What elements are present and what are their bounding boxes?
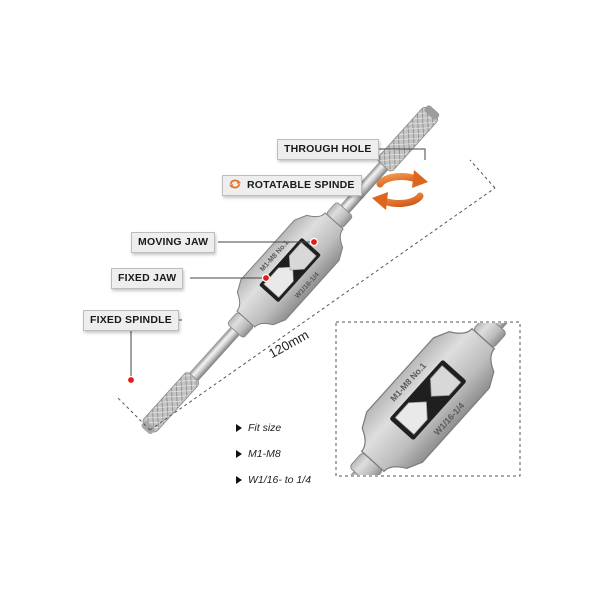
rotatable-spindle-label: ROTATABLE SPINDE	[222, 175, 362, 196]
rotatable-spindle-text: ROTATABLE SPINDE	[247, 179, 355, 191]
rotation-arrows-small-icon	[229, 179, 241, 189]
spec-item: W1/16- to 1/4	[236, 473, 311, 499]
detail-inset: M1-M8 No.1 W1/16-1/4	[335, 321, 521, 477]
rotation-arrows-icon	[372, 170, 428, 210]
through-hole-label: THROUGH HOLE	[277, 139, 379, 160]
spec-item: Fit size	[236, 421, 311, 447]
moving-jaw-shape	[288, 242, 317, 271]
spec-list: Fit size M1-M8 W1/16- to 1/4	[236, 421, 311, 499]
fixed-spindle-marker	[126, 375, 136, 385]
triangle-bullet-icon	[236, 476, 242, 484]
spec-text: Fit size	[248, 422, 282, 434]
triangle-bullet-icon	[236, 424, 242, 432]
fixed-jaw-shape	[263, 266, 294, 298]
moving-jaw-label: MOVING JAW	[131, 232, 216, 253]
triangle-bullet-icon	[236, 450, 242, 458]
spec-text: W1/16- to 1/4	[248, 474, 312, 486]
spec-text: M1-M8	[248, 448, 281, 460]
spec-item: M1-M8	[236, 447, 311, 473]
dimension-line	[117, 159, 496, 431]
fixed-jaw-marker	[261, 273, 271, 283]
moving-jaw-marker	[309, 237, 319, 247]
fixed-jaw-label: FIXED JAW	[111, 268, 184, 289]
fixed-spindle-label: FIXED SPINDLE	[83, 310, 179, 331]
